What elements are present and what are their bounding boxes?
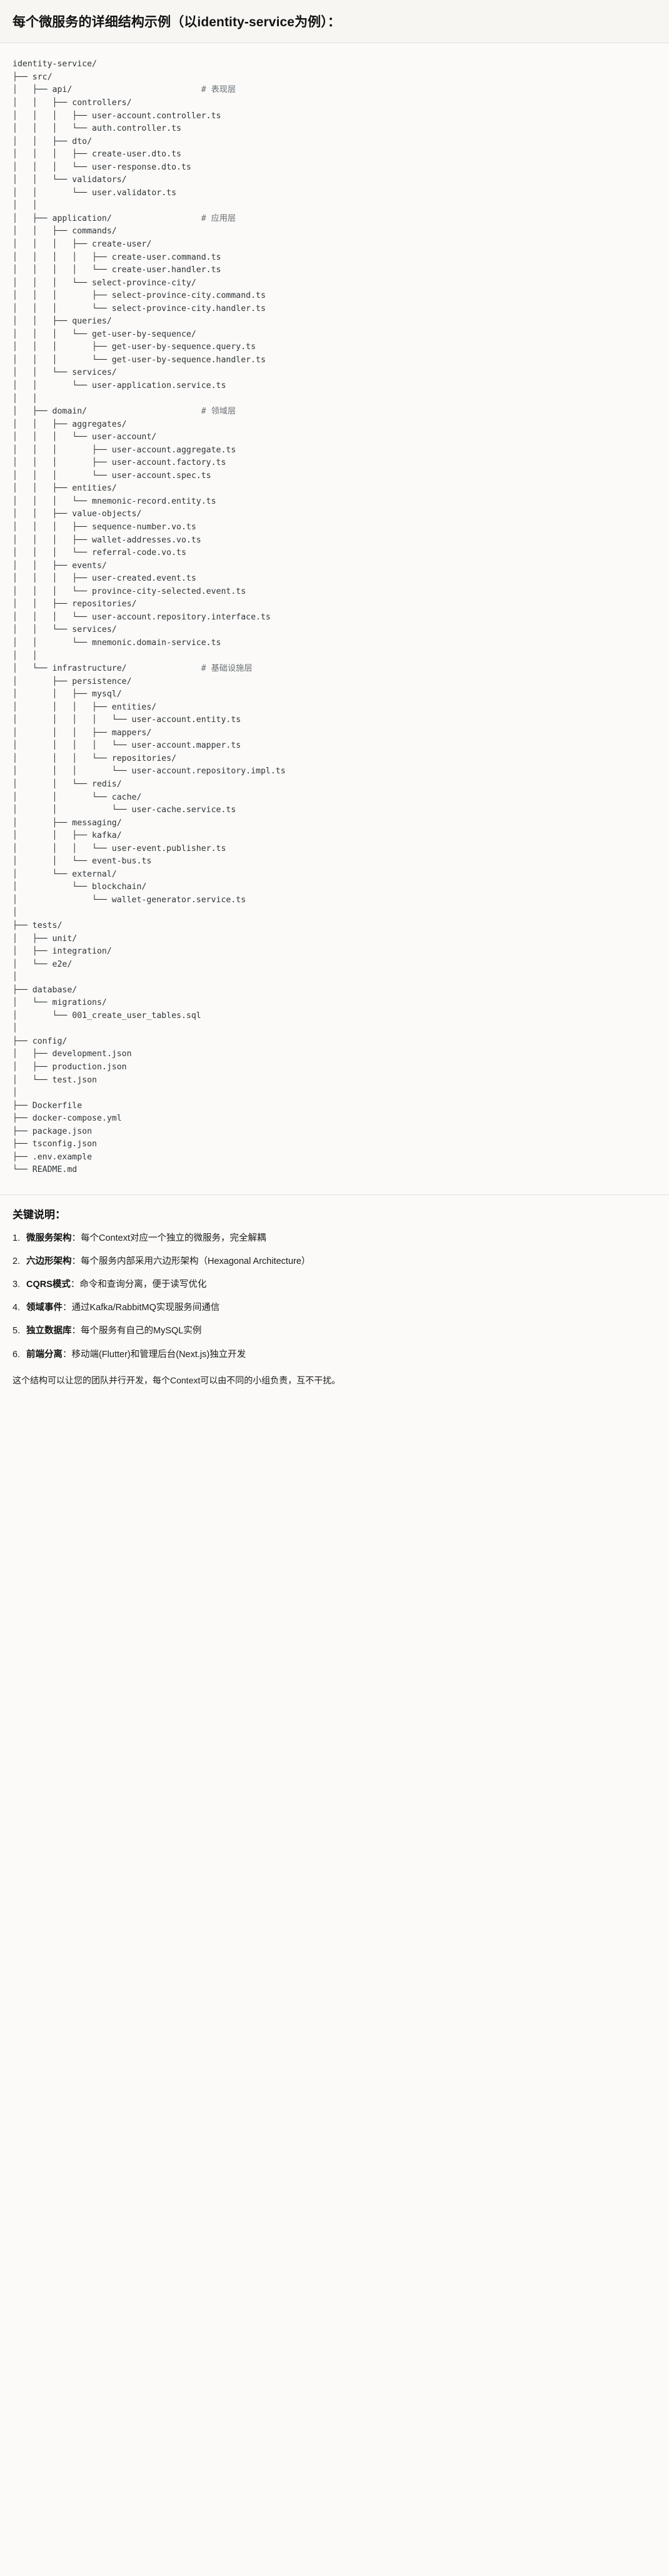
note-label: 前端分离 bbox=[26, 1349, 63, 1360]
note-label: 六边形架构 bbox=[26, 1256, 72, 1266]
tree-comment: # 应用层 bbox=[201, 213, 236, 223]
note-item: 领域事件：通过Kafka/RabbitMQ实现服务间通信 bbox=[13, 1301, 656, 1315]
note-label: 微服务架构 bbox=[26, 1233, 72, 1243]
note-label: CQRS模式 bbox=[26, 1280, 71, 1290]
document-page: 每个微服务的详细结构示例（以identity-service为例）： ident… bbox=[0, 0, 669, 1404]
note-label: 独立数据库 bbox=[26, 1326, 72, 1336]
note-separator: ： bbox=[63, 1349, 72, 1360]
note-item: 前端分离：移动端(Flutter)和管理后台(Next.js)独立开发 bbox=[13, 1348, 656, 1362]
note-item: CQRS模式：命令和查询分离，便于读写优化 bbox=[13, 1278, 656, 1292]
note-separator: ： bbox=[70, 1280, 80, 1290]
document-header: 每个微服务的详细结构示例（以identity-service为例）： bbox=[0, 0, 669, 44]
note-item: 六边形架构：每个服务内部采用六边形架构（Hexagonal Architectu… bbox=[13, 1255, 656, 1269]
note-item: 微服务架构：每个Context对应一个独立的微服务，完全解耦 bbox=[13, 1231, 656, 1246]
directory-tree-block: identity-service/ ├── src/ │ ├── api/ # … bbox=[0, 43, 669, 1188]
tree-comment: # 领域层 bbox=[201, 407, 236, 417]
note-text: 每个Context对应一个独立的微服务，完全解耦 bbox=[81, 1233, 266, 1243]
note-separator: ： bbox=[71, 1326, 81, 1336]
page-title: 每个微服务的详细结构示例（以identity-service为例）： bbox=[13, 15, 341, 29]
tree-comment: # 表现层 bbox=[201, 85, 236, 95]
note-text: 命令和查询分离，便于读写优化 bbox=[79, 1280, 207, 1290]
directory-tree: identity-service/ ├── src/ │ ├── api/ # … bbox=[13, 59, 286, 1175]
notes-title: 关键说明： bbox=[13, 1208, 66, 1221]
key-notes-section: 关键说明： 微服务架构：每个Context对应一个独立的微服务，完全解耦六边形架… bbox=[0, 1194, 669, 1404]
note-text: 每个服务有自己的MySQL实例 bbox=[81, 1326, 202, 1336]
note-separator: ： bbox=[63, 1303, 72, 1313]
note-separator: ： bbox=[71, 1256, 81, 1266]
section-divider bbox=[0, 1194, 669, 1195]
note-label: 领域事件 bbox=[26, 1303, 63, 1313]
note-item: 独立数据库：每个服务有自己的MySQL实例 bbox=[13, 1324, 656, 1338]
closing-paragraph: 这个结构可以让您的团队并行开发，每个Context可以由不同的小组负责，互不干扰… bbox=[13, 1375, 341, 1385]
tree-comment: # 基础设施层 bbox=[201, 664, 253, 674]
note-text: 移动端(Flutter)和管理后台(Next.js)独立开发 bbox=[71, 1349, 246, 1360]
note-separator: ： bbox=[71, 1233, 81, 1243]
note-text: 通过Kafka/RabbitMQ实现服务间通信 bbox=[71, 1303, 220, 1313]
note-text: 每个服务内部采用六边形架构（Hexagonal Architecture） bbox=[81, 1256, 311, 1266]
notes-list: 微服务架构：每个Context对应一个独立的微服务，完全解耦六边形架构：每个服务… bbox=[13, 1231, 656, 1362]
